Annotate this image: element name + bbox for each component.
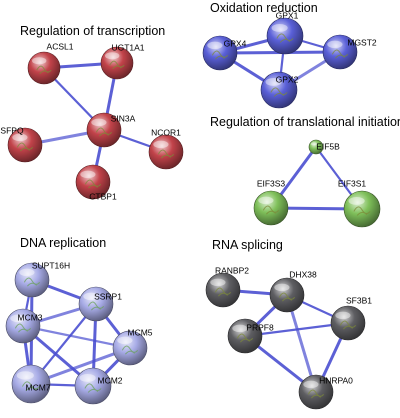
protein-structure-icon [353,206,371,216]
node-label-sin3a: SIN3A [111,113,136,123]
node-label-gpx4: GPX4 [224,38,247,48]
node-acsl1[interactable] [27,51,61,85]
module-title-splicing: RNA splicing [212,238,283,252]
module-title-replication: DNA replication [20,236,106,250]
node-mcm3[interactable] [5,308,41,344]
protein-structure-icon [95,127,113,137]
protein-structure-icon [262,205,280,215]
node-label-mgst2: MGST2 [347,37,377,47]
node-label-sf3b1: SF3B1 [346,295,372,305]
node-label-dhx38: DHX38 [289,269,317,279]
protein-structure-icon [36,65,52,75]
node-label-mcm5: MCM5 [127,327,152,337]
node-label-eif5b: EIF5B [316,141,340,151]
node-label-mcm2: MCM2 [97,375,122,385]
node-supt16h[interactable] [14,262,50,298]
edges-layer [21,34,364,394]
protein-structure-icon [16,142,34,152]
protein-structure-icon [109,60,125,70]
node-ssrp1[interactable] [78,286,114,322]
node-label-eif3s1: EIF3S1 [338,178,367,188]
node-hnrpa0[interactable] [298,374,334,410]
nodes-layer [5,17,381,410]
node-label-sfpq: SFPQ [0,125,24,135]
node-prpf8[interactable] [227,318,263,354]
protein-structure-icon [22,381,40,392]
protein-structure-icon [87,301,105,311]
edge-mcm3-mcm5 [21,324,132,350]
node-gpx1[interactable] [266,17,304,55]
node-ugt1a1[interactable] [100,46,134,80]
node-label-ssrp1: SSRP1 [94,291,122,301]
module-title-oxidation: Oxidation reduction [210,1,318,15]
node-ctbp1[interactable] [75,164,111,200]
node-gpx2[interactable] [260,71,298,109]
node-label-gpx2: GPX2 [276,74,299,84]
node-label-gpx1: GPX1 [276,10,299,20]
protein-structure-icon [84,383,102,393]
edge-prpf8-sf3b1 [243,321,350,338]
node-label-ranbp2: RANBP2 [215,265,249,275]
protein-structure-icon [23,277,41,287]
node-mcm2[interactable] [74,367,112,405]
protein-structure-icon [331,49,349,59]
protein-structure-icon [276,33,294,43]
node-eif3s1[interactable] [343,190,381,228]
node-label-eif3s3: EIF3S3 [257,178,286,188]
node-sfpq[interactable] [7,127,43,163]
node-label-prpf8: PRPF8 [246,322,274,332]
protein-structure-icon [84,179,102,189]
node-gpx4[interactable] [202,35,238,71]
node-label-ugt1a1: UGT1A1 [111,42,144,52]
node-mcm7[interactable] [11,364,51,404]
text-layer: Regulation of transcription Oxidation re… [0,1,400,392]
module-title-translation: Regulation of translational initiation [210,115,400,129]
node-label-ctbp1: CTBP1 [89,191,117,201]
node-sf3b1[interactable] [330,305,366,341]
node-mgst2[interactable] [322,34,358,70]
protein-structure-icon [270,87,288,97]
node-sin3a[interactable] [86,112,122,148]
protein-structure-icon [307,389,325,399]
protein-structure-icon [278,292,296,302]
node-label-mcm3: MCM3 [17,312,42,322]
node-label-ncor1: NCOR1 [151,127,181,137]
protein-structure-icon [157,149,175,159]
module-title-transcription: Regulation of transcription [20,24,165,38]
node-ranbp2[interactable] [205,272,241,308]
node-mcm5[interactable] [112,330,148,366]
protein-structure-icon [339,320,357,330]
node-eif3s3[interactable] [253,190,289,226]
node-eif5b[interactable] [308,139,324,155]
node-label-acsl1: ACSL1 [47,41,74,51]
protein-structure-icon [236,333,254,343]
protein-structure-icon [121,345,139,355]
node-dhx38[interactable] [269,277,305,313]
node-label-mcm7: MCM7 [25,382,50,392]
protein-structure-icon [214,287,232,297]
node-label-supt16h: SUPT16H [32,260,70,270]
protein-structure-icon [211,50,229,60]
protein-structure-icon [14,323,32,333]
node-label-hnrpa0: HNRPA0 [319,375,353,385]
node-ncor1[interactable] [148,134,184,170]
